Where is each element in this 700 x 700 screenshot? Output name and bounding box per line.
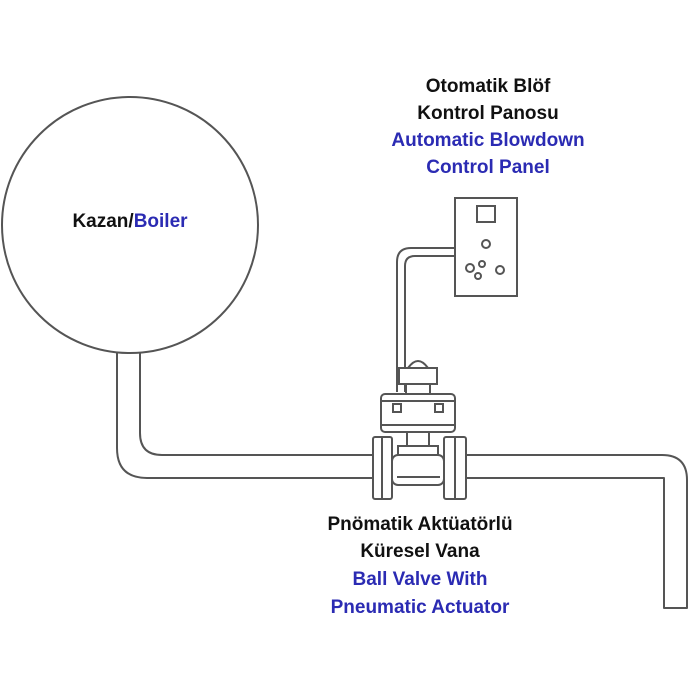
- valve-label-tr-2: Küresel Vana: [360, 541, 480, 562]
- panel-button-1: [465, 263, 475, 273]
- panel-label-tr-1: Otomatik Blöf: [426, 76, 551, 97]
- valve-label-tr-1: Pnömatik Aktüatörlü: [327, 514, 512, 535]
- panel-button-4: [495, 265, 505, 275]
- panel-indicator-light: [481, 239, 491, 249]
- blowdown-pipe: [116, 352, 688, 609]
- limit-switch-dome: [406, 360, 430, 369]
- panel-label-tr-2: Kontrol Panosu: [417, 103, 558, 124]
- valve-label-en-1: Ball Valve With: [353, 569, 488, 590]
- panel-button-3: [474, 272, 482, 280]
- air-signal-line-inner: [404, 255, 455, 392]
- boiler-tank: [1, 96, 259, 354]
- ball-valve-assembly: [372, 360, 467, 500]
- valve-label-en-2: Pneumatic Actuator: [331, 597, 510, 618]
- panel-display-icon: [476, 205, 496, 223]
- actuator-neck: [405, 383, 431, 395]
- air-signal-line: [396, 247, 455, 392]
- boiler-label-tr: Kazan/: [72, 211, 134, 232]
- panel-button-2: [478, 260, 486, 268]
- valve-body: [391, 454, 445, 486]
- control-panel: [454, 197, 518, 297]
- boiler-label: Kazan/Boiler: [72, 211, 188, 232]
- valve-stem: [406, 431, 430, 447]
- boiler-label-en: Boiler: [134, 211, 188, 232]
- limit-switch-box: [398, 367, 438, 385]
- panel-label-en-1: Automatic Blowdown: [391, 130, 584, 151]
- panel-label-en-2: Control Panel: [426, 157, 550, 178]
